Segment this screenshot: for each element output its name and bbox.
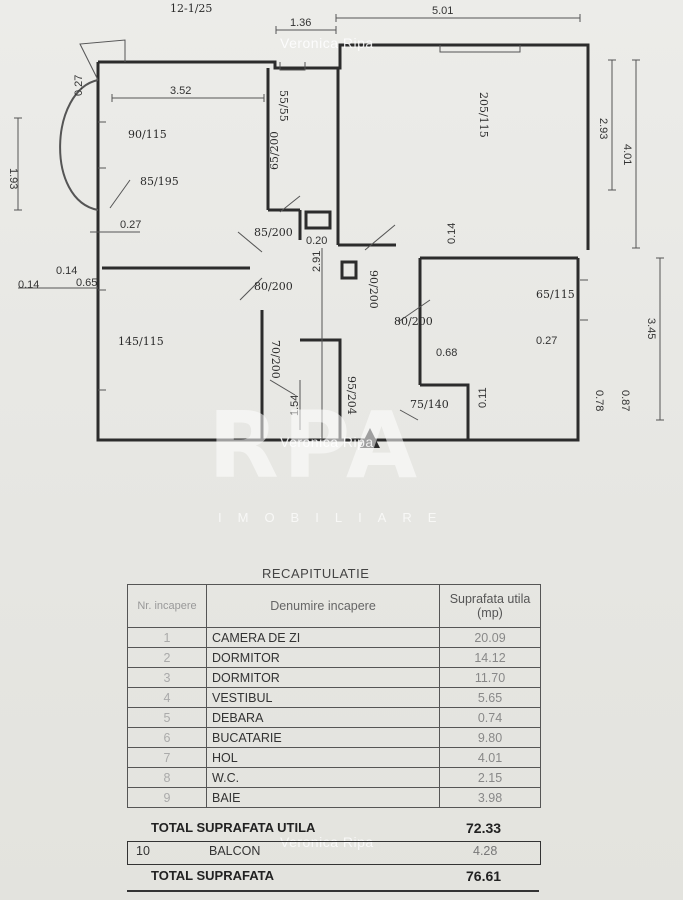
header-area: Suprafata utila (mp) xyxy=(439,584,541,628)
floor-plan: 1.36 5.01 3.52 1.93 2.93 4.01 3.45 0.78 … xyxy=(7,2,664,448)
opening-6: 85/200 xyxy=(254,226,293,239)
dim-small-5: 0.27 xyxy=(536,335,557,347)
total-util-label: TOTAL SUPRAFATA UTILA xyxy=(151,820,316,835)
row-nr: 1 xyxy=(127,627,207,648)
row-area: 4.01 xyxy=(439,747,541,768)
total-util-value: 72.33 xyxy=(466,820,502,836)
row-name: HOL xyxy=(206,747,440,768)
dim-small-4: 0.14 xyxy=(18,279,39,291)
dim-small-12: 0.11 xyxy=(477,387,489,408)
opening-5: 65/200 xyxy=(268,131,281,170)
dim-top-1: 1.36 xyxy=(290,17,311,29)
row-nr: 2 xyxy=(127,647,207,668)
row-nr: 3 xyxy=(127,667,207,688)
dim-small-2: 0.14 xyxy=(446,223,458,244)
header-nr: Nr. incapere xyxy=(127,584,207,628)
dim-small-6: 0.68 xyxy=(436,347,457,359)
row-name: W.C. xyxy=(206,767,440,788)
rpa-logo: RPA IMOBILIARE xyxy=(208,392,488,525)
opening-4: 55/55 xyxy=(277,90,290,122)
dim-small-8: 0.65 xyxy=(76,277,97,289)
opening-11: 65/115 xyxy=(536,288,575,301)
row-area: 14.12 xyxy=(439,647,541,668)
row-name: DEBARA xyxy=(206,707,440,728)
logo-main: RPA xyxy=(208,392,422,499)
total-label: TOTAL SUPRAFATA xyxy=(151,868,275,883)
row-area: 3.98 xyxy=(439,787,541,808)
dim-side-3: 4.01 xyxy=(621,144,633,165)
dim-top-3: 3.52 xyxy=(170,85,191,97)
watermark-agent-middle: Veronica Ripa xyxy=(280,434,374,450)
dim-small-10: 1.54 xyxy=(289,395,301,416)
row-name: CAMERA DE ZI xyxy=(206,627,440,648)
dim-small-1: 0.27 xyxy=(120,219,141,231)
row-name: DORMITOR xyxy=(206,667,440,688)
row-name: VESTIBUL xyxy=(206,687,440,708)
dim-side-4: 3.45 xyxy=(645,318,657,339)
row-area: 2.15 xyxy=(439,767,541,788)
row-name: BAIE xyxy=(206,787,440,808)
recap-header-row: Nr. incapere Denumire incapere Suprafata… xyxy=(127,584,541,628)
bottom-rule xyxy=(127,890,539,892)
opening-12: 70/200 xyxy=(269,340,282,379)
dim-small-11: 2.91 xyxy=(311,251,323,272)
watermark-agent-top: Veronica Ripa xyxy=(280,35,374,51)
row-nr: 4 xyxy=(127,687,207,708)
opening-10: 80/200 xyxy=(394,315,433,328)
row-nr: 8 xyxy=(127,767,207,788)
balcony-name: BALCON xyxy=(209,844,261,858)
dim-small-3: 0.20 xyxy=(306,235,327,247)
opening-8: 205/115 xyxy=(477,92,490,138)
entrance-arrow-icon xyxy=(360,428,380,448)
dim-side-6: 0.87 xyxy=(619,390,631,411)
dim-small-7: 0.14 xyxy=(56,265,77,277)
header-name: Denumire incapere xyxy=(206,584,440,628)
watermark-agent-bottom: Veronica Ripa xyxy=(280,834,374,850)
row-name: BUCATARIE xyxy=(206,727,440,748)
row-nr: 6 xyxy=(127,727,207,748)
row-area: 9.80 xyxy=(439,727,541,748)
row-area: 11.70 xyxy=(439,667,541,688)
row-nr: 9 xyxy=(127,787,207,808)
recap-title: RECAPITULATIE xyxy=(262,566,370,581)
dim-top-2: 5.01 xyxy=(432,5,453,17)
logo-sub: IMOBILIARE xyxy=(218,510,453,525)
opening-2: 85/195 xyxy=(140,175,179,188)
row-name: DORMITOR xyxy=(206,647,440,668)
balcony-nr: 10 xyxy=(136,844,150,858)
dim-side-5: 0.78 xyxy=(593,390,605,411)
opening-13: 95/204 xyxy=(345,376,358,415)
balcony-row: 10 BALCON 4.28 xyxy=(127,841,541,865)
dim-small-13: 0.27 xyxy=(73,75,85,96)
dim-side-1: 1.93 xyxy=(7,168,19,189)
opening-9: 90/200 xyxy=(367,270,380,309)
recap-table: Nr. incapere Denumire incapere Suprafata… xyxy=(127,584,541,808)
total-value: 76.61 xyxy=(466,868,502,884)
row-nr: 7 xyxy=(127,747,207,768)
row-nr: 5 xyxy=(127,707,207,728)
row-area: 5.65 xyxy=(439,687,541,708)
opening-1: 90/115 xyxy=(128,128,167,141)
opening-14: 75/140 xyxy=(410,398,449,411)
balcony-area: 4.28 xyxy=(473,844,498,858)
dim-side-2: 2.93 xyxy=(597,118,609,139)
scribble-top: 12-1/25 xyxy=(170,2,212,15)
opening-3: 145/115 xyxy=(118,335,164,348)
row-area: 20.09 xyxy=(439,627,541,648)
row-area: 0.74 xyxy=(439,707,541,728)
opening-7: 80/200 xyxy=(254,280,293,293)
